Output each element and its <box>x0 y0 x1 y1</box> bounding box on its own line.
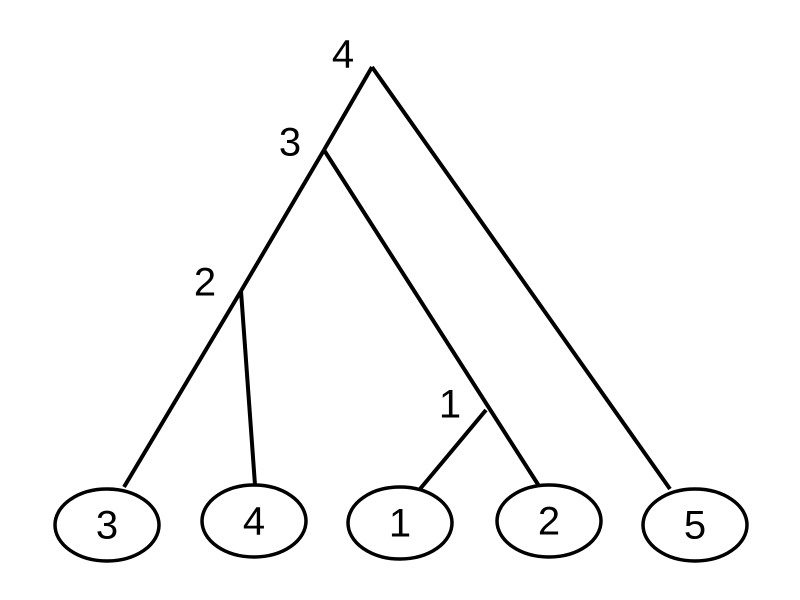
leaf-ellipse <box>641 487 749 563</box>
edge-n2-l4 <box>239 290 257 486</box>
edge-n4-n3 <box>322 65 374 152</box>
leaf-nodes: 3 4 1 2 5 <box>53 483 749 563</box>
leaf-ellipse <box>53 487 161 563</box>
leaf-ellipse <box>495 483 603 559</box>
leaf-label: 4 <box>243 500 265 544</box>
internal-node-label-4: 4 <box>332 33 354 77</box>
leaf-node-2: 2 <box>495 483 603 559</box>
leaf-label: 3 <box>96 504 118 548</box>
tree-edges <box>122 65 672 491</box>
leaf-label: 1 <box>389 502 411 546</box>
internal-node-label-3: 3 <box>279 121 301 165</box>
leaf-node-4: 4 <box>200 483 308 559</box>
edge-n3-l2 <box>322 148 541 488</box>
internal-node-label-2: 2 <box>194 261 216 305</box>
leaf-node-3: 3 <box>53 487 161 563</box>
internal-node-labels: 43 2 1 <box>194 33 461 427</box>
edge-n1-l1 <box>418 408 488 491</box>
leaf-label: 2 <box>538 500 560 544</box>
edge-n3-n2 <box>239 148 326 293</box>
leaf-node-1: 1 <box>346 485 454 561</box>
leaf-node-5: 5 <box>641 487 749 563</box>
leaf-ellipse <box>346 485 454 561</box>
edge-n2-l3 <box>122 289 243 489</box>
edge-n4-l5 <box>370 65 672 491</box>
internal-node-label-1: 1 <box>439 383 461 427</box>
leaf-ellipse <box>200 483 308 559</box>
leaf-label: 5 <box>684 504 706 548</box>
